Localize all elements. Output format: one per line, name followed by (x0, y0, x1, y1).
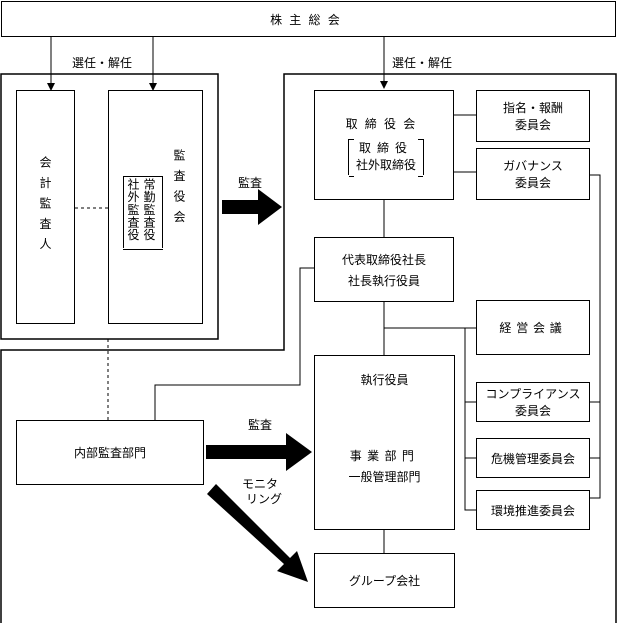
management-meeting-label: 経営会議 (499, 321, 567, 335)
audit-arrow-top (222, 189, 282, 225)
business-division-label: 事業部門 (349, 449, 420, 463)
line-internal-audit-president (154, 267, 314, 420)
internal-audit-box: 内部監査部門 (16, 420, 204, 485)
governance-committee-box: ガバナンス 委員会 (476, 148, 590, 200)
audit-board-member-outside: 社外監査役 (126, 178, 140, 241)
board-member-outside-directors: 社外取締役 (355, 158, 416, 172)
line-governance-vertical (590, 174, 601, 499)
monitoring-arrow (207, 484, 308, 582)
shareholders-meeting-label: 株主総会 (270, 12, 347, 27)
president-line1: 代表取締役社長 (341, 252, 426, 267)
executive-business-box: 執行役員 事業部門 一般管理部門 (314, 355, 455, 530)
general-admin-label: 一般管理部門 (348, 470, 421, 484)
executive-officers-label: 執行役員 (360, 373, 409, 387)
environment-committee-label: 環境推進委員会 (490, 503, 575, 518)
accounting-auditor-box: 会計監査人 (16, 90, 75, 324)
management-meeting-box: 経営会議 (476, 300, 590, 355)
president-box: 代表取締役社長 社長執行役員 (314, 237, 454, 302)
nomination-compensation-line1: 指名・報酬 (502, 101, 563, 115)
audit-board-members: 常勤監査役 社外監査役 (123, 176, 163, 250)
compliance-line1: コンプライアンス (485, 387, 581, 401)
audit-board-box: 監査役会 常勤監査役 社外監査役 (108, 90, 203, 324)
audit-arrow-bottom (206, 433, 312, 471)
accounting-auditor-label: 会計監査人 (38, 156, 52, 258)
line-committees-vertical (464, 328, 476, 511)
governance-line1: ガバナンス (503, 159, 563, 173)
monitoring-label-line1: モニタ (242, 477, 279, 491)
audit-label-top: 監査 (238, 176, 263, 190)
board-of-directors-label: 取締役会 (345, 117, 423, 131)
compliance-line2: 委員会 (514, 404, 551, 418)
audit-board-member-fulltime: 常勤監査役 (142, 178, 156, 241)
president-line2: 社長執行役員 (347, 273, 420, 288)
environment-committee-box: 環境推進委員会 (476, 490, 590, 530)
board-of-directors-box: 取締役会 取締役 社外取締役 (314, 90, 454, 200)
board-members: 取締役 社外取締役 (348, 139, 424, 177)
nomination-compensation-line2: 委員会 (514, 118, 551, 132)
nomination-compensation-committee-box: 指名・報酬 委員会 (476, 90, 590, 142)
audit-board-label: 監査役会 (172, 149, 186, 231)
appoint-dismiss-right-label: 選任・解任 (392, 56, 453, 70)
audit-group-frame (0, 73, 219, 340)
internal-audit-label: 内部監査部門 (73, 446, 146, 460)
board-member-directors: 取締役 (358, 141, 413, 155)
risk-management-committee-box: 危機管理委員会 (476, 438, 590, 478)
governance-group-frame (0, 73, 617, 623)
shareholders-meeting-box: 株主総会 (1, 1, 616, 37)
compliance-committee-box: コンプライアンス 委員会 (476, 382, 590, 422)
governance-line2: 委員会 (514, 176, 551, 190)
audit-label-bottom: 監査 (248, 418, 273, 432)
group-companies-label: グループ会社 (348, 574, 421, 588)
risk-management-label: 危機管理委員会 (490, 451, 575, 466)
group-companies-box: グループ会社 (314, 553, 455, 608)
appoint-dismiss-left-label: 選任・解任 (72, 56, 133, 70)
monitoring-label-line2: リング (246, 492, 283, 506)
